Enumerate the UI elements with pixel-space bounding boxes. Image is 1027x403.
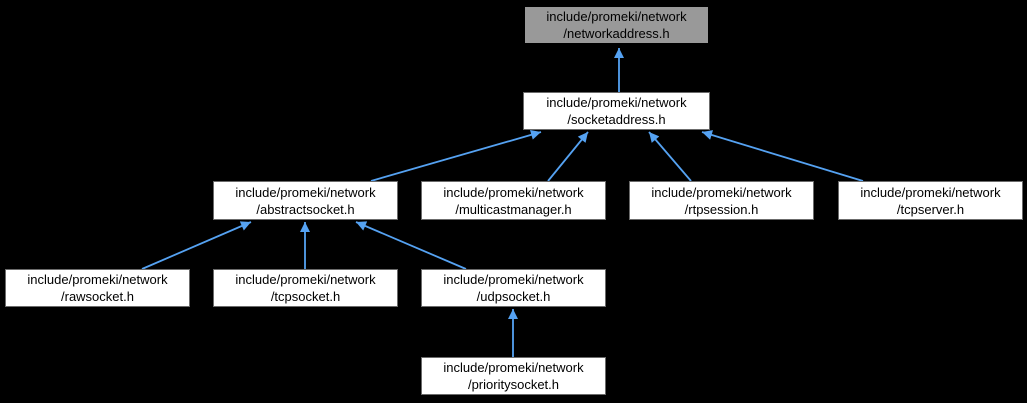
node-label-line2: /multicastmanager.h bbox=[455, 201, 572, 217]
node-rtpsession[interactable]: include/promeki/network /rtpsession.h bbox=[629, 181, 814, 220]
node-label-line1: include/promeki/network bbox=[546, 9, 687, 24]
node-multicastmanager[interactable]: include/promeki/network /multicastmanage… bbox=[421, 181, 606, 220]
edge-multicastmanager-to-socketaddress bbox=[547, 131, 589, 182]
node-networkaddress: include/promeki/network /networkaddress.… bbox=[523, 5, 710, 45]
node-abstractsocket[interactable]: include/promeki/network /abstractsocket.… bbox=[213, 181, 398, 220]
node-tcpserver[interactable]: include/promeki/network /tcpserver.h bbox=[838, 181, 1023, 220]
node-label-line2: /rawsocket.h bbox=[61, 289, 134, 304]
node-label-line2: /rtpsession.h bbox=[684, 201, 759, 217]
edge-tcpserver-to-socketaddress bbox=[701, 130, 864, 182]
node-rawsocket[interactable]: include/promeki/network /rawsocket.h bbox=[5, 269, 190, 307]
node-label-line2: /tcpserver.h bbox=[896, 201, 965, 217]
node-label-line2: /socketaddress.h bbox=[567, 112, 666, 127]
node-label-line1: include/promeki/network bbox=[235, 184, 376, 200]
node-label-line1: include/promeki/network bbox=[443, 272, 584, 287]
node-socketaddress[interactable]: include/promeki/network /socketaddress.h bbox=[523, 92, 710, 130]
node-label-line1: include/promeki/network bbox=[27, 272, 168, 287]
node-prioritysocket[interactable]: include/promeki/network /prioritysocket.… bbox=[421, 357, 606, 395]
node-label-line2: /udpsocket.h bbox=[476, 289, 551, 304]
node-label-line1: include/promeki/network bbox=[546, 95, 687, 110]
node-label-line1: include/promeki/network bbox=[443, 360, 584, 375]
node-label-line1: include/promeki/network bbox=[235, 272, 376, 287]
node-label-line2: /tcpsocket.h bbox=[270, 289, 341, 304]
node-label-line1: include/promeki/network bbox=[443, 184, 584, 200]
node-label-line2: /abstractsocket.h bbox=[256, 201, 355, 217]
edge-abstractsocket-to-socketaddress bbox=[370, 129, 542, 182]
edge-rtpsession-to-socketaddress bbox=[648, 131, 692, 182]
node-label-line1: include/promeki/network bbox=[860, 184, 1001, 200]
node-label-line2: /networkaddress.h bbox=[563, 26, 670, 41]
edge-rawsocket-to-abstractsocket bbox=[141, 221, 252, 270]
node-label-line2: /prioritysocket.h bbox=[467, 377, 560, 392]
edge-udpsocket-to-abstractsocket bbox=[355, 221, 467, 270]
node-label-line1: include/promeki/network bbox=[651, 184, 792, 200]
node-udpsocket[interactable]: include/promeki/network /udpsocket.h bbox=[421, 269, 606, 307]
node-tcpsocket[interactable]: include/promeki/network /tcpsocket.h bbox=[213, 269, 398, 307]
